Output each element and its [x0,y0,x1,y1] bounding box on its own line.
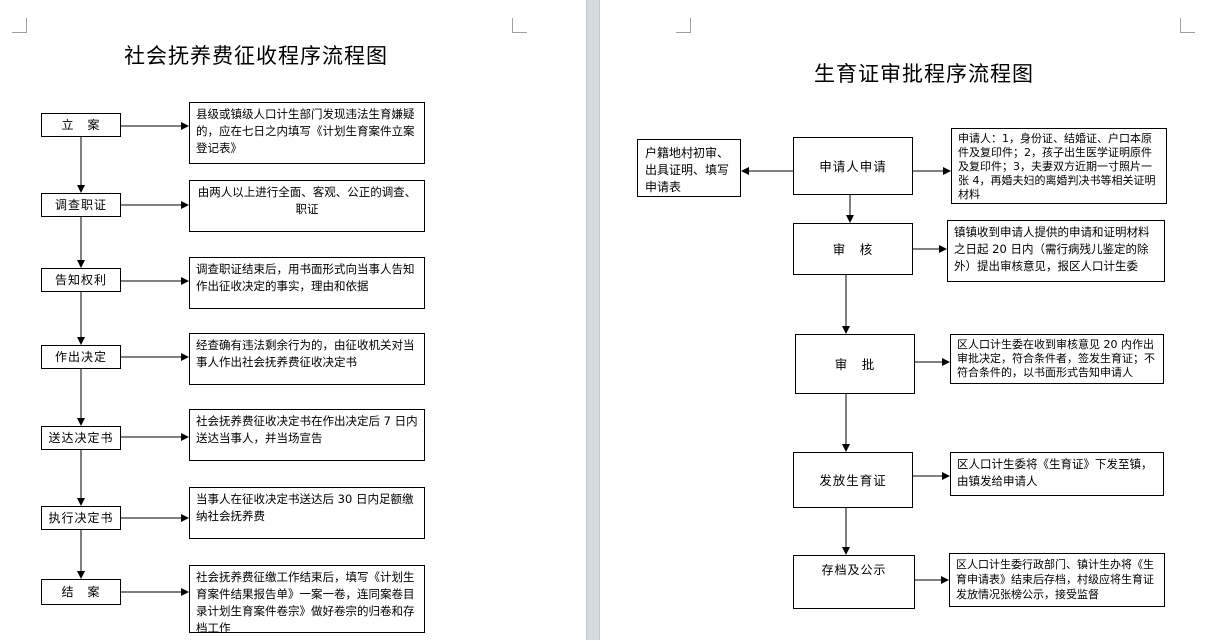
page-corner-mark [512,18,527,33]
step-desc-investigate: 由两人以上进行全面、客观、公正的调查、职证 [189,180,425,232]
step-desc-review: 镇镇收到申请人提供的申请和证明材料之日起 20 日内（需行病残儿鉴定的除外）提出… [947,220,1165,282]
page-corner-mark [12,18,27,33]
page-gutter [586,0,600,640]
right-page: 生育证审批程序流程图 户籍地村初审、出具证明、填写申请表 申请人申请 审 核 审… [600,0,1215,640]
step-box-notify-rights: 告知权利 [41,268,121,292]
left-page: 社会抚养费征收程序流程图 立 案 调查职证 告知权利 作出决定 送达决定书 执行… [0,0,586,640]
step-desc-close-case: 社会抚养费征缴工作结束后，填写《计划生育案件结果报告单》一案一卷，连同案卷目录计… [189,565,425,633]
step-box-issue-certificate: 发放生育证 [793,452,913,508]
step-desc-apply: 申请人：1，身份证、结婚证、户口本原件及复印件；2，孩子出生医学证明原件及复印件… [951,128,1167,204]
step-desc-file-case: 县级或镇级人口计生部门发现违法生育嫌疑的，应在七日之内填写《计划生育案件立案登记… [189,102,425,164]
right-page-title: 生育证审批程序流程图 [814,62,1034,86]
step-desc-archive-publicize: 区人口计生委行政部门、镇计生办将《生育申请表》结束后存档，村级应将生育证发放情况… [949,553,1165,607]
step-box-review: 审 核 [793,223,913,275]
step-box-investigate: 调查职证 [41,193,121,217]
step-desc-execute-decision: 当事人在征收决定书送达后 30 日内足额缴纳社会抚养费 [189,487,425,539]
left-page-title: 社会抚养费征收程序流程图 [124,44,388,68]
step-box-make-decision: 作出决定 [41,345,121,369]
step-box-deliver-decision: 送达决定书 [41,426,121,450]
page-corner-mark [1180,18,1195,33]
step-box-file-case: 立 案 [41,113,121,137]
step-desc-make-decision: 经查确有违法剩余行为的，由征收机关对当事人作出社会抚养费征收决定书 [189,333,425,385]
side-note-initial-review: 户籍地村初审、出具证明、填写申请表 [637,139,741,197]
step-box-apply: 申请人申请 [793,137,913,195]
page-corner-mark [676,18,691,33]
step-box-close-case: 结 案 [41,579,121,605]
step-box-execute-decision: 执行决定书 [41,506,121,530]
step-desc-deliver-decision: 社会抚养费征收决定书在作出决定后 7 日内送达当事人，并当场宣告 [189,409,425,461]
step-desc-notify-rights: 调查职证结束后，用书面形式向当事人告知作出征收决定的事实，理由和依据 [189,257,425,309]
step-box-archive-publicize: 存档及公示 [793,555,915,609]
step-box-approve: 审 批 [795,334,915,394]
step-desc-approve: 区人口计生委在收到审核意见 20 内作出审批决定，符合条件者，签发生育证；不符合… [950,334,1164,384]
step-desc-issue-certificate: 区人口计生委将《生育证》下发至镇，由镇发给申请人 [950,452,1164,496]
